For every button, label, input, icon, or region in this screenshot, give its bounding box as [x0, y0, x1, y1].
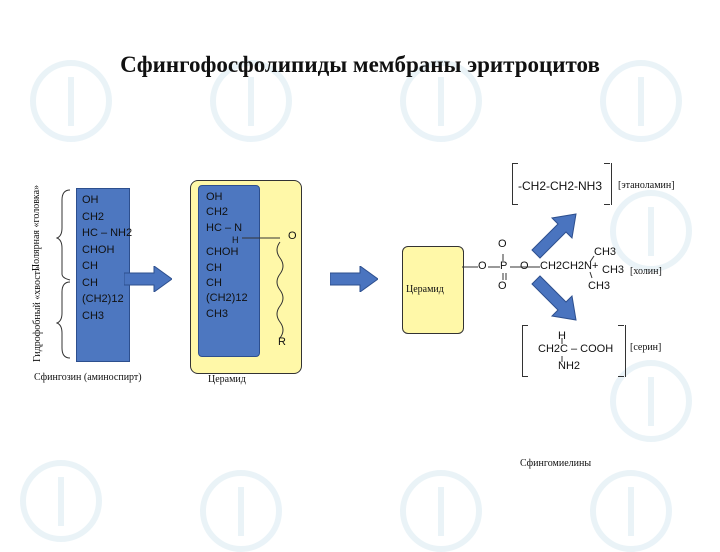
bracket-tick [512, 163, 518, 164]
bracket-tick [618, 376, 624, 377]
formula-line: HC – NH2 [82, 227, 133, 239]
sphingosine-caption: Сфингозин (аминоспирт) [34, 372, 142, 383]
ceramide-r-group: R [278, 336, 286, 348]
choline-ch3-mid: CH3 [602, 264, 625, 276]
watermark-emblem [610, 190, 692, 272]
serine-h: H [558, 330, 566, 342]
ceramide-inner-label: Церамид [406, 284, 444, 295]
bracket-tick [522, 325, 528, 326]
ethanolamine-bracket [512, 163, 612, 205]
choline-chain: CH2CH2N+ [540, 260, 599, 272]
phosphate-o-left: O [478, 260, 487, 272]
hydrophobic-tail-label: Гидрофобный «хвост» [32, 265, 43, 363]
formula-line: CH3 [206, 307, 229, 320]
bracket-tick [522, 376, 528, 377]
ceramide-caption: Церамид [208, 374, 246, 385]
formula-line: CH3 [82, 309, 105, 322]
serine-label: [серин] [630, 342, 662, 353]
serine-bonds [561, 338, 563, 362]
watermark-emblem [20, 460, 102, 542]
formula-line: OH [82, 194, 99, 206]
serine-nh2: NH2 [558, 360, 581, 372]
formula-line: H [232, 235, 239, 246]
watermark-emblem [400, 60, 482, 142]
bracket-tick [618, 325, 624, 326]
watermark-emblem [600, 60, 682, 142]
page-title: Сфингофосфолипиды мембраны эритроцитов [120, 52, 600, 77]
braces [56, 189, 71, 359]
bracket-tick [512, 204, 518, 205]
bracket-tick [604, 163, 610, 164]
formula-line: CH2 [206, 206, 229, 219]
choline-ch3-bottom: CH3 [588, 280, 611, 292]
watermark-emblem [210, 60, 292, 142]
ethanolamine-label: [этаноламин] [618, 180, 675, 191]
arrow-right-icon [124, 266, 172, 292]
watermark-emblem [610, 360, 692, 442]
formula-line: CH2 [82, 210, 105, 223]
sphingomyelins-caption: Сфингомиелины [520, 458, 592, 469]
phosphate-o-bottom: O [498, 280, 507, 292]
formula-line: CH [82, 276, 98, 289]
phosphate-p: P [500, 260, 508, 272]
phosphate-bonds [462, 254, 595, 280]
sphingosine-column [76, 188, 130, 362]
sphingosine-formula: OH CH2 HC – NH2 CHOH CH CH (CH2)12 CH3 [82, 192, 132, 324]
ceramide-formula: OH CH2 HC – N H CHOH CH CH (CH2)12 CH3 [206, 190, 248, 322]
serine-formula: CH2C – COOH [538, 343, 614, 355]
formula-line: CH [206, 261, 222, 274]
formula-line: CH [82, 260, 98, 272]
phosphate-o-right: O [520, 260, 529, 272]
ceramide-small-box [402, 246, 464, 334]
acyl-chain [242, 237, 284, 339]
watermark-emblem [30, 60, 112, 142]
arrow-down-right-icon [531, 275, 577, 321]
formula-line: OH [206, 191, 223, 203]
serine-bracket [522, 325, 626, 377]
formula-line: HC – N [206, 221, 243, 234]
bracket-tick [604, 204, 610, 205]
phosphate-o-top: O [498, 238, 507, 250]
arrow-right-icon [330, 266, 378, 292]
formula-line: CH [206, 277, 222, 290]
ceramide-column [198, 185, 260, 357]
ethanolamine-formula: -CH2-CH2-NH3 [518, 179, 603, 193]
choline-label: [холин] [630, 266, 662, 277]
arrow-up-right-icon [531, 213, 577, 259]
formula-line: (CH2)12 [82, 293, 124, 305]
ceramide-carbonyl-o: O [288, 230, 297, 242]
formula-line: CHOH [206, 246, 239, 259]
choline-ch3-top: CH3 [594, 246, 617, 258]
formula-line: (CH2)12 [206, 292, 248, 305]
formula-line: CHOH [82, 243, 115, 256]
